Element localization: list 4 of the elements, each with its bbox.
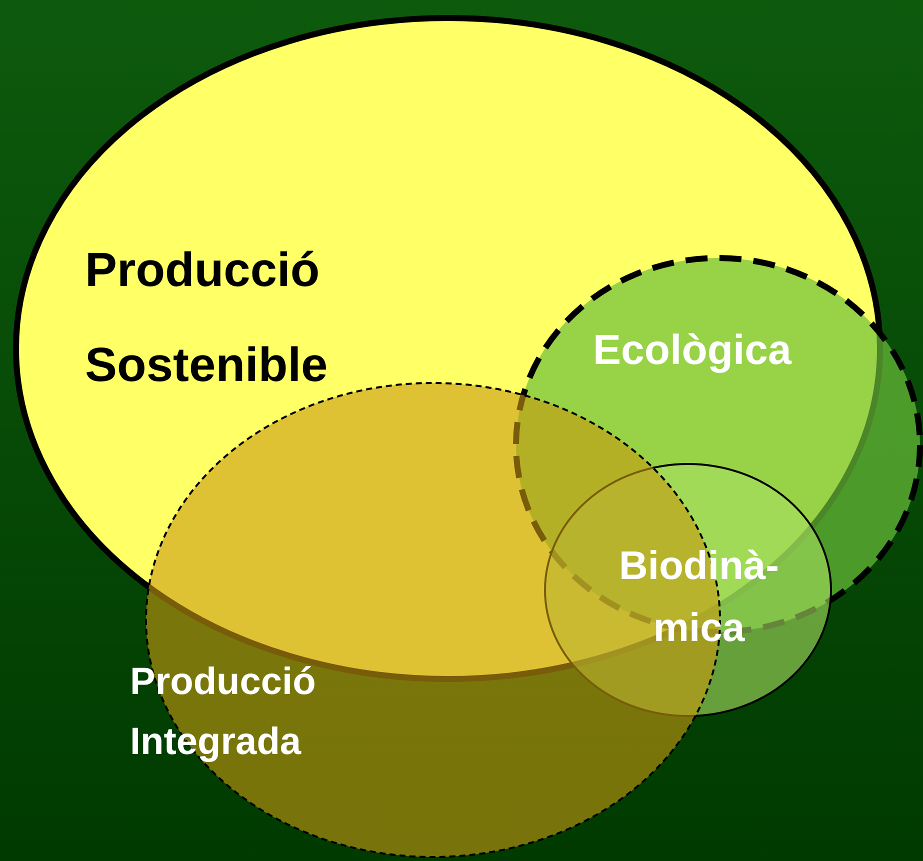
set-label: Producció Integrada <box>130 660 317 765</box>
set-label: Biodinà- mica <box>618 543 780 652</box>
set-label: Ecològica <box>593 325 793 375</box>
set-label: Producció Sostenible <box>85 243 329 394</box>
